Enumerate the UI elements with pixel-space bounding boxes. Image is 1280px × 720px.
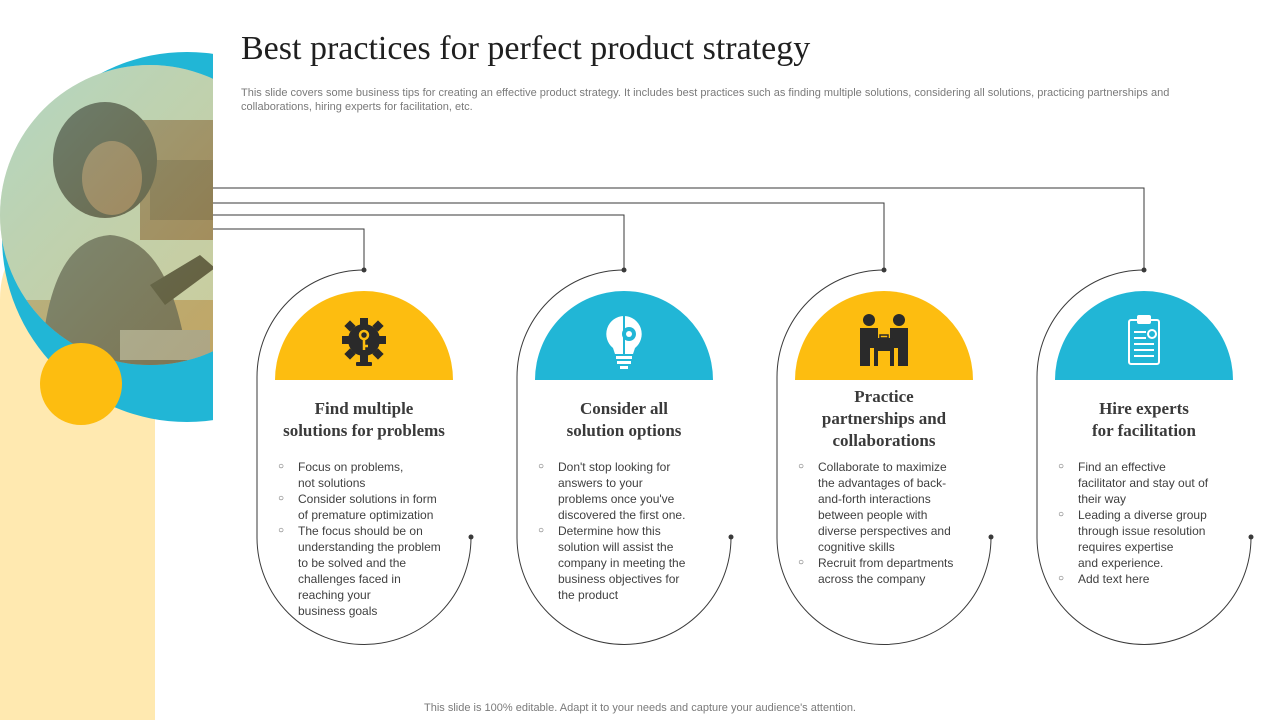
bullet-line: not solutions xyxy=(298,476,366,490)
bullet-item: Recruit from departments across the compa… xyxy=(798,555,953,587)
card-title: Find multiple solutions for problems xyxy=(264,398,464,442)
bullet-item: Leading a diverse group through issue res… xyxy=(1058,507,1208,571)
bullet-line: diverse perspectives and xyxy=(818,524,951,538)
card-title-line: Find multiple xyxy=(314,399,414,418)
bullet-line: of premature optimization xyxy=(298,508,434,522)
bullet-line: and experience. xyxy=(1078,556,1164,570)
bullet-line: Focus on problems, xyxy=(298,460,404,474)
connector-lines xyxy=(213,187,1145,270)
bullet-line: between people with xyxy=(818,508,928,522)
footer-note: This slide is 100% editable. Adapt it to… xyxy=(424,702,856,714)
card-bullet-list: Don't stop looking for answers to your pro… xyxy=(538,459,685,603)
bullet-item: Consider solutions in form of premature o… xyxy=(278,491,441,523)
card-bullet-list: Focus on problems,not solutionsConsider … xyxy=(278,459,441,619)
page-title: Best practices for perfect product strat… xyxy=(241,30,811,67)
bullet-item: Collaborate to maximize the advantages of… xyxy=(798,459,953,555)
bullet-line: cognitive skills xyxy=(818,540,895,554)
bullet-line: the advantages of back- xyxy=(818,476,947,490)
card-end-dot xyxy=(988,534,994,540)
clipboard-certificate-icon xyxy=(1128,315,1160,365)
connector-dot xyxy=(881,267,887,273)
bullet-line: The focus should be on xyxy=(298,524,423,538)
bullet-line: challenges faced in xyxy=(298,572,401,586)
bullet-line: Collaborate to maximize xyxy=(818,460,947,474)
bullet-item: Determine how this solution will assist t… xyxy=(538,523,685,603)
bullet-line: across the company xyxy=(818,572,926,586)
bullet-line: company in meeting the xyxy=(558,556,686,570)
card-bullet-list: Collaborate to maximize the advantages of… xyxy=(798,459,953,587)
bullet-line: reaching your xyxy=(298,588,371,602)
card-outline xyxy=(776,269,992,645)
card-end-dot xyxy=(1248,534,1254,540)
bullet-line: their way xyxy=(1078,492,1127,506)
card-end-dot xyxy=(728,534,734,540)
bullet-item: The focus should be on understanding the … xyxy=(278,523,441,619)
bullet-line: Consider solutions in form xyxy=(298,492,437,506)
bullet-line: Don't stop looking for xyxy=(558,460,671,474)
bullet-line: answers to your xyxy=(558,476,643,490)
card-title-line: for facilitation xyxy=(1091,421,1197,440)
bullet-line: problems once you've xyxy=(558,492,675,506)
card-bullet-list: Find an effective facilitator and stay ou… xyxy=(1058,459,1208,587)
bullet-line: facilitator and stay out of xyxy=(1078,476,1209,490)
card-header-half-disc xyxy=(1055,291,1233,380)
card-title-line: Consider all xyxy=(579,399,668,418)
bullet-item: Don't stop looking for answers to your pro… xyxy=(538,459,685,523)
card-end-dot xyxy=(468,534,474,540)
card-title-line: solution options xyxy=(566,421,682,440)
bullet-line: Recruit from departments xyxy=(818,556,954,570)
lightbulb-gear-icon xyxy=(606,316,642,369)
card-title-line: Practice xyxy=(854,387,914,406)
page-subtitle: This slide covers some business tips for… xyxy=(241,87,1170,113)
bullet-line: business objectives for xyxy=(558,572,680,586)
connector-dot xyxy=(1141,267,1147,273)
connector-dot xyxy=(621,267,627,273)
bullet-line: through issue resolution xyxy=(1078,524,1206,538)
partners-briefcase-icon xyxy=(860,314,908,366)
bullet-line: Find an effective xyxy=(1078,460,1166,474)
card-title-line: Hire experts xyxy=(1099,399,1189,418)
bullet-line: Leading a diverse group xyxy=(1078,508,1207,522)
bullet-line: to be solved and the xyxy=(298,556,407,570)
bullet-line: Determine how this xyxy=(558,524,661,538)
bullet-line: understanding the problem xyxy=(298,540,441,554)
bullet-item: Find an effective facilitator and stay ou… xyxy=(1058,459,1208,507)
card-title: Hire experts for facilitation xyxy=(1044,398,1244,442)
bullet-line: discovered the first one. xyxy=(558,508,686,522)
bullet-line: solution will assist the xyxy=(558,540,674,554)
connector-dot xyxy=(361,267,367,273)
card-title: Practice partnerships and collaborations xyxy=(784,386,984,452)
bullet-line: and-forth interactions xyxy=(818,492,931,506)
card-title-line: collaborations xyxy=(832,431,936,450)
card-outline xyxy=(1036,269,1252,645)
bullet-line: the product xyxy=(558,588,619,602)
bullet-item: Add text here xyxy=(1058,571,1208,587)
yellow-dot xyxy=(40,343,122,425)
bullet-line: Add text here xyxy=(1078,572,1150,586)
bullet-line: requires expertise xyxy=(1078,540,1174,554)
card-title-line: solutions for problems xyxy=(283,421,445,440)
card-title: Consider all solution options xyxy=(524,398,724,442)
card-title-line: partnerships and xyxy=(821,409,947,428)
bullet-line: business goals xyxy=(298,604,378,618)
bullet-item: Focus on problems, not solutions xyxy=(278,459,441,491)
